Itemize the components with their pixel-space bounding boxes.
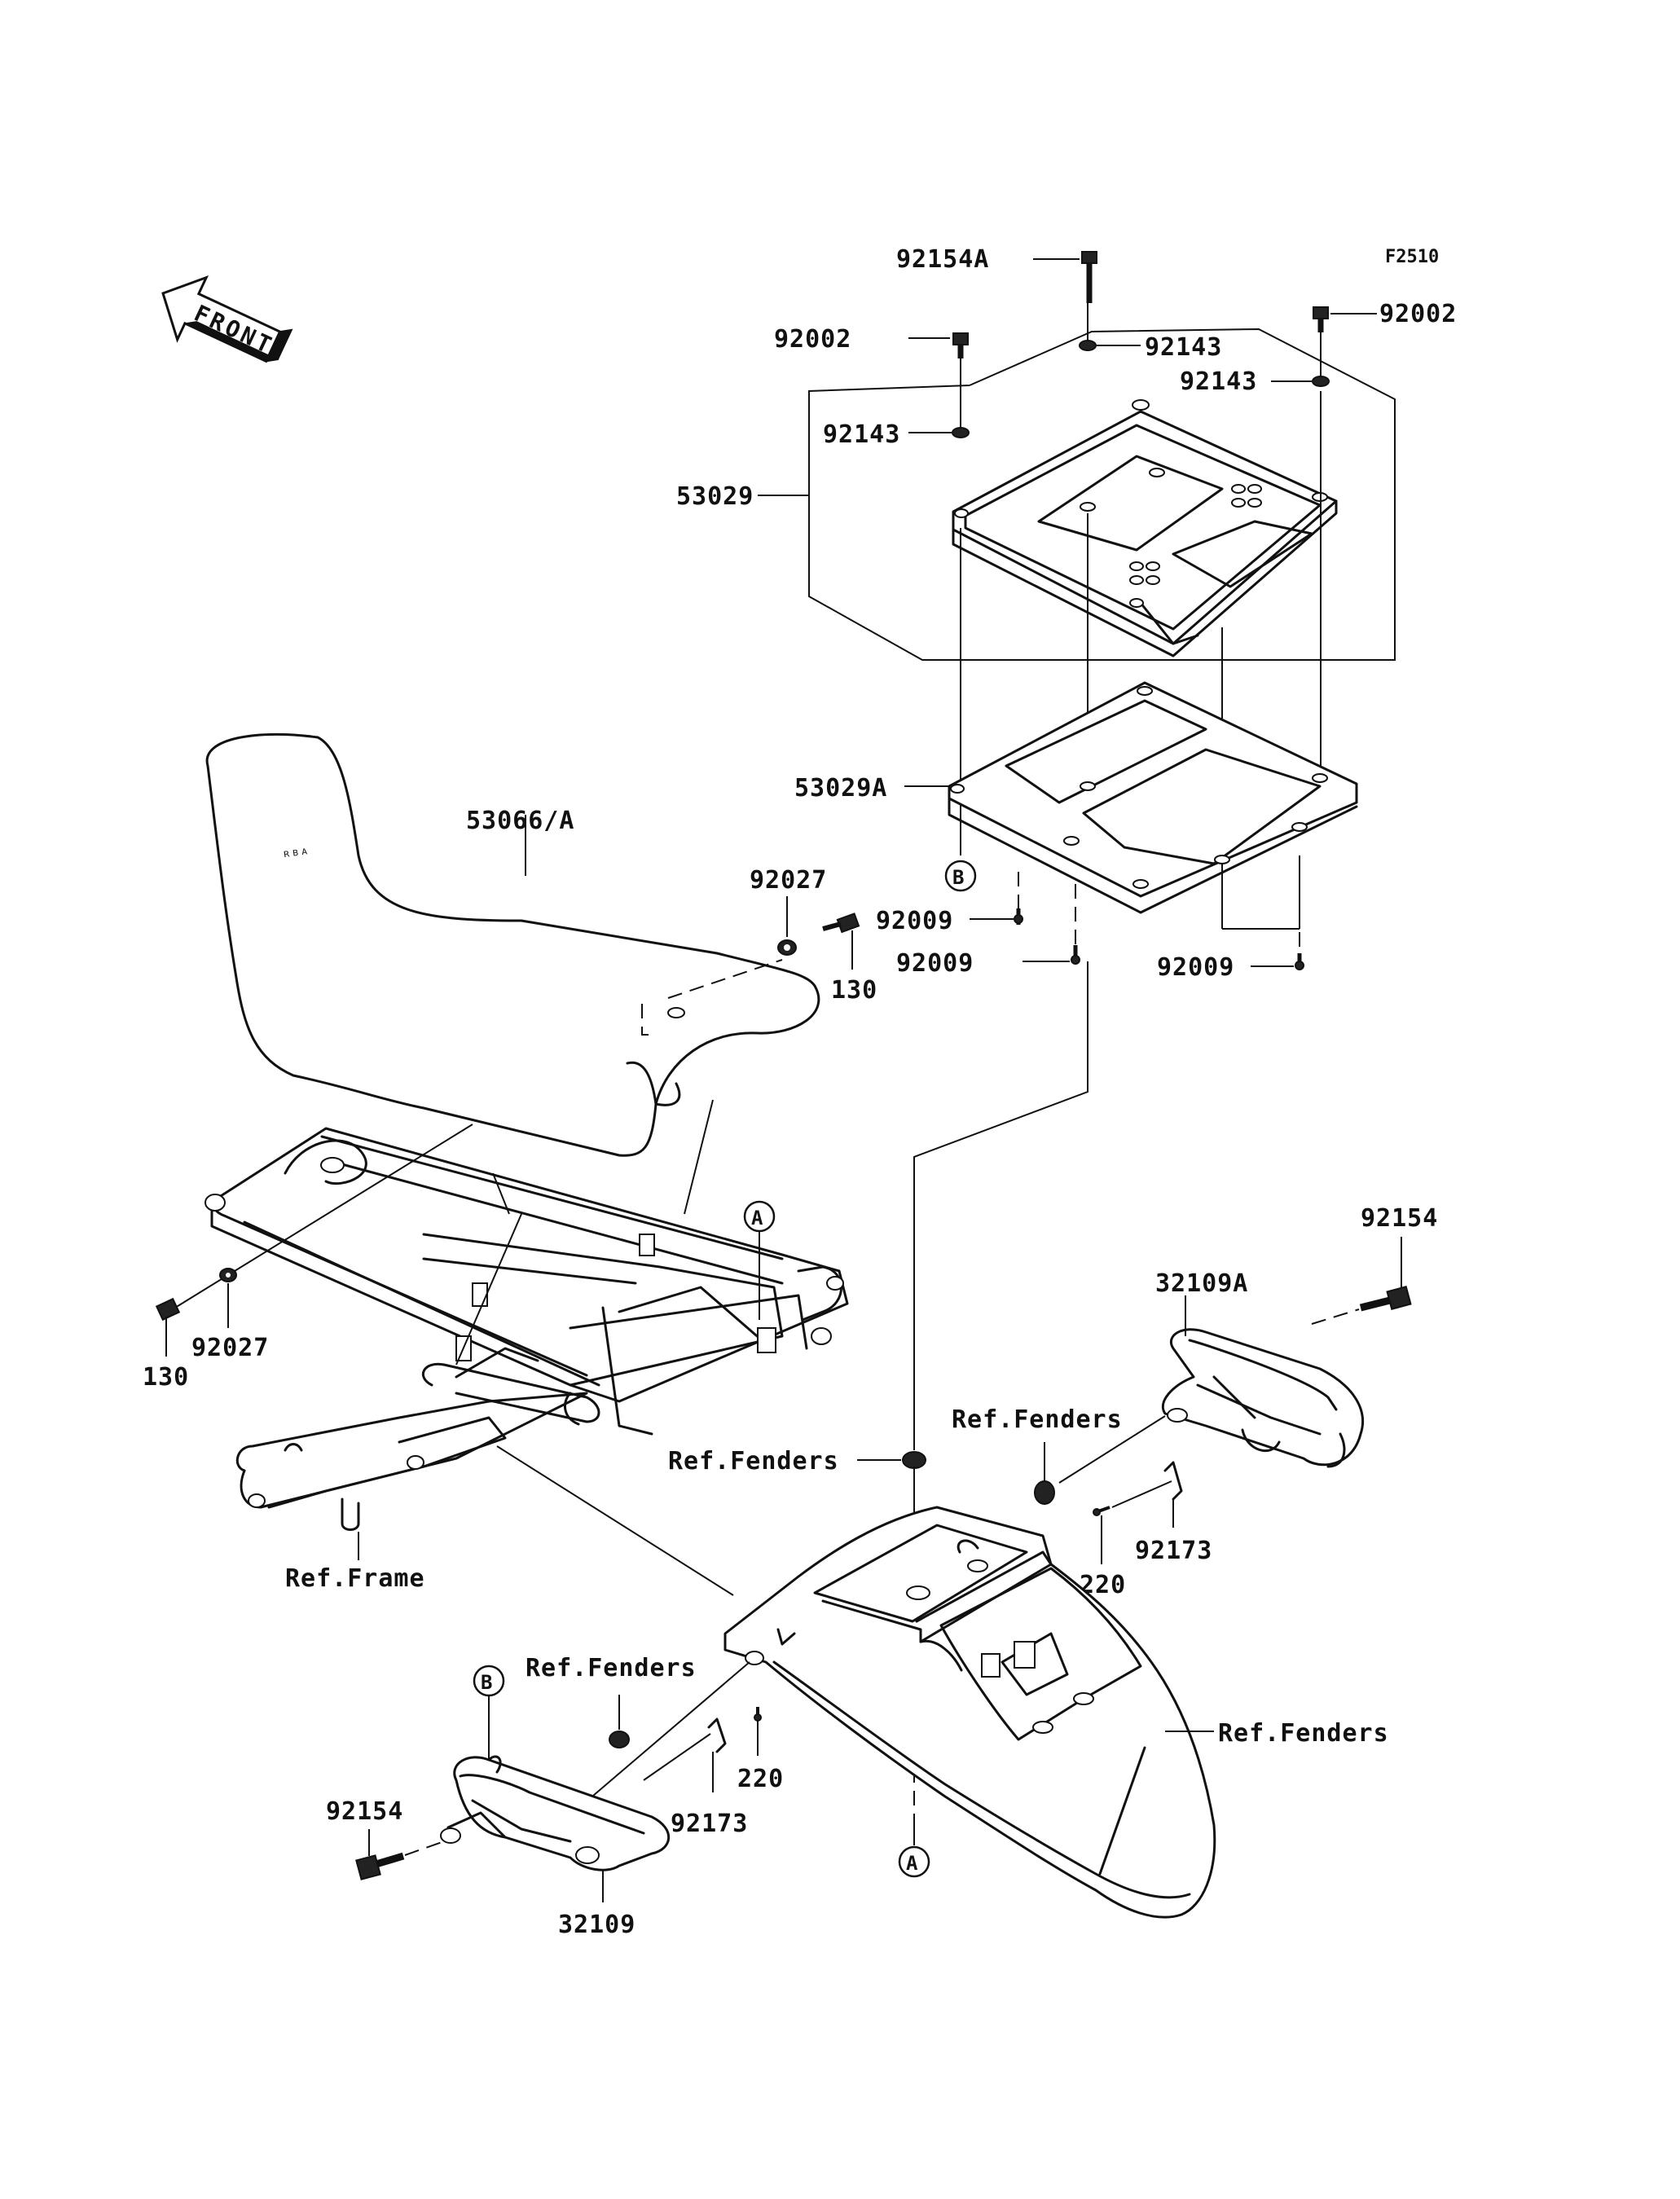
label-92027-left: 92027: [191, 1334, 269, 1362]
label-32109A: 32109A: [1155, 1269, 1248, 1298]
grommet-ref-fenders-3-icon: [609, 1731, 630, 1748]
seat-53066A: ᴿᴮᴬ: [205, 732, 820, 1157]
bolt-92154A-icon: [1081, 251, 1097, 303]
label-92002-right: 92002: [1379, 300, 1457, 328]
carrier-rack-53029: [952, 399, 1338, 658]
clamp-92173-right-icon: [1163, 1461, 1183, 1501]
label-ref-frame: Ref.Frame: [285, 1564, 425, 1593]
figure-code: F2510: [1385, 247, 1439, 267]
clamp-92173-left-icon: [707, 1717, 727, 1753]
label-92143-right: 92143: [1180, 367, 1257, 396]
label-ref-fenders-3: Ref.Fenders: [526, 1654, 697, 1682]
label-130-left: 130: [143, 1363, 189, 1392]
clip-220-left-icon: [754, 1707, 762, 1722]
callout-a-fender-label: A: [906, 1852, 918, 1875]
grip-32109: [440, 1755, 671, 1871]
label-92154A: 92154A: [896, 245, 989, 274]
label-ref-fenders-1: Ref.Fenders: [668, 1447, 839, 1476]
grip-32109A: [1162, 1328, 1365, 1468]
label-92009-b: 92009: [896, 949, 974, 978]
callout-a-frame-label: A: [751, 1207, 763, 1229]
washer-92143-right-icon: [1312, 376, 1330, 387]
label-92154-left: 92154: [326, 1797, 403, 1826]
label-53029: 53029: [676, 482, 754, 511]
bolt-92002-right-icon: [1313, 306, 1329, 332]
label-92154-right: 92154: [1361, 1204, 1438, 1233]
label-92009-a: 92009: [876, 907, 953, 935]
frame-assembly: [205, 1127, 849, 1531]
screw-92009-c-icon: [1295, 864, 1304, 970]
label-32109: 32109: [558, 1911, 635, 1939]
front-arrow-label: FRONT: [190, 300, 278, 360]
label-92009-c: 92009: [1157, 953, 1234, 982]
bolt-92002-left-icon: [952, 332, 969, 358]
bolt-92154-right-icon: [1359, 1286, 1412, 1312]
label-92002-left: 92002: [774, 325, 851, 354]
bolt-130-top-icon: [822, 913, 860, 934]
bolt-130-left-icon: [155, 1297, 181, 1322]
label-53029A: 53029A: [794, 774, 887, 803]
svg-text:ᴿᴮᴬ: ᴿᴮᴬ: [282, 846, 310, 866]
grommet-ref-fenders-1-icon: [902, 1451, 926, 1469]
label-220-left: 220: [737, 1765, 784, 1793]
callout-a-fender: [898, 1845, 930, 1878]
plate-53029A: [948, 681, 1358, 914]
callout-b-plate: [944, 860, 977, 892]
label-ref-fenders-4: Ref.Fenders: [1218, 1719, 1389, 1748]
screw-92009-b-icon: [1071, 884, 1080, 965]
rear-fender: [723, 1506, 1216, 1919]
label-53066A: 53066/A: [466, 807, 574, 835]
label-92143-top: 92143: [1145, 333, 1222, 362]
label-92173-right: 92173: [1135, 1537, 1212, 1565]
label-ref-fenders-2: Ref.Fenders: [952, 1405, 1123, 1434]
label-92173-left: 92173: [671, 1810, 748, 1838]
bolt-92154-left-icon: [355, 1852, 405, 1880]
label-92143-left: 92143: [823, 420, 900, 449]
clip-220-right-icon: [1093, 1506, 1110, 1516]
callout-b-grip-label: B: [481, 1671, 493, 1694]
label-130-top: 130: [831, 976, 877, 1005]
washer-92143-left-icon: [952, 427, 970, 438]
callout-b-plate-label: B: [952, 866, 965, 889]
screw-92009-a-icon: [1014, 872, 1023, 925]
front-arrow-icon: FRONT: [161, 275, 293, 363]
grommet-ref-fenders-2-icon: [1034, 1480, 1055, 1505]
label-92027-top: 92027: [750, 866, 827, 895]
washer-92143-top-icon: [1079, 340, 1097, 351]
